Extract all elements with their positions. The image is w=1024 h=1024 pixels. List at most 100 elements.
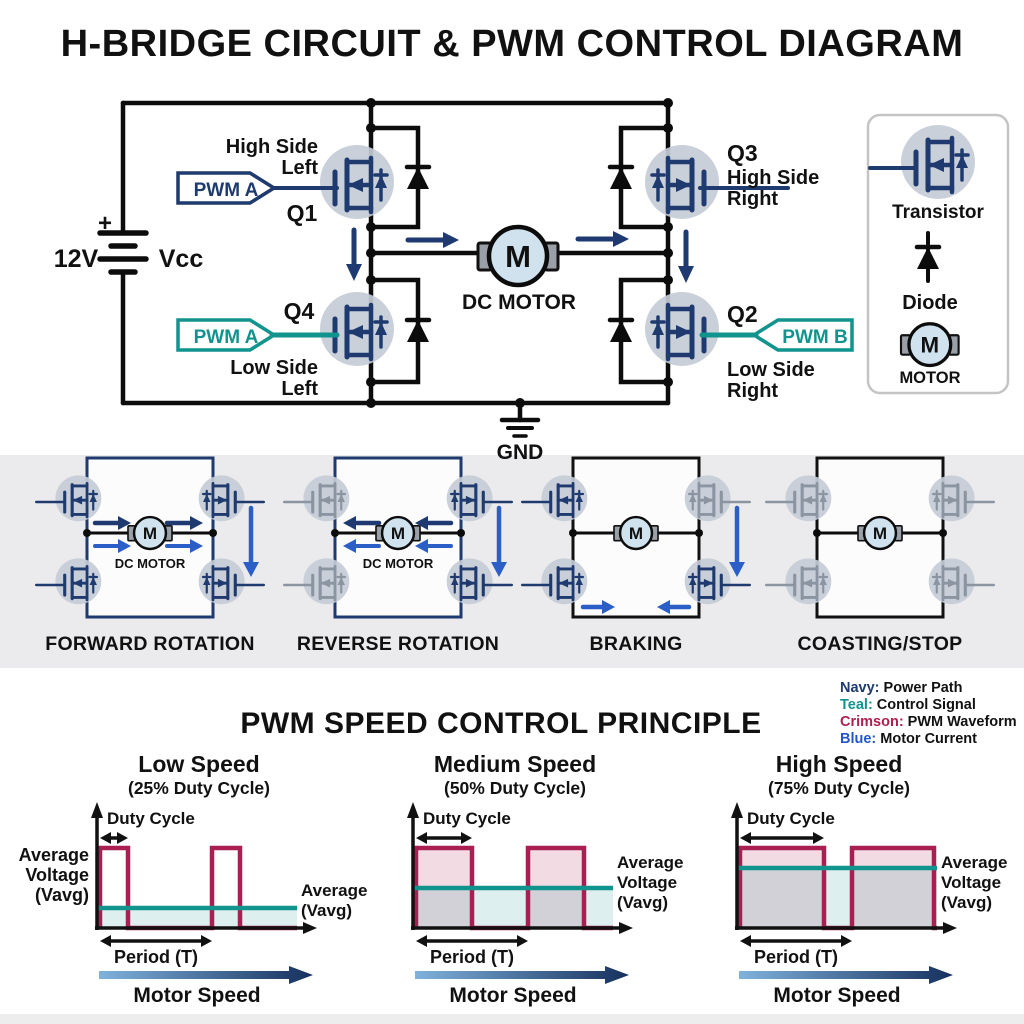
- side-arrowhead: [729, 562, 745, 577]
- avg-voltage-right-label: (Vavg): [617, 893, 668, 912]
- symbol-legend-box: [866, 113, 1010, 395]
- motor-speed-label: Motor Speed: [773, 984, 900, 1007]
- avg-voltage-right-label: Average: [301, 881, 367, 900]
- dc-motor-symbol: [478, 227, 558, 285]
- average-fill: [413, 888, 613, 928]
- vcc-label: Vcc: [159, 245, 204, 273]
- color-legend-item: Crimson: PWM Waveform: [840, 714, 1017, 730]
- color-legend-item: Blue: Motor Current: [840, 731, 977, 747]
- pwm-chart-2: Medium Speed(50% Duty Cycle)Duty CyclePe…: [407, 751, 683, 1007]
- current-arrowhead: [415, 516, 428, 530]
- dc-motor-label: DC MOTOR: [462, 291, 576, 314]
- mode-motor-label: DC MOTOR: [363, 556, 434, 571]
- diode-upper-left: [407, 153, 429, 201]
- chart-subtitle: (25% Duty Cycle): [128, 778, 270, 798]
- pwm-chart-3: High Speed(75% Duty Cycle) Duty CyclePeri…: [731, 751, 1007, 1007]
- current-arrowhead: [657, 600, 670, 614]
- pwm-chart-1: Low Speed(25% Duty Cycle) Duty CyclePerio…: [19, 751, 368, 1007]
- mode-diagram-2: DC MOTOR REVERSE ROTATION: [282, 456, 514, 655]
- avg-voltage-right-label: (Vavg): [301, 901, 352, 920]
- q2-label: Q2: [727, 301, 758, 327]
- mode-diagram-4: COASTING/STOP: [764, 456, 996, 655]
- diode-lower-right: [610, 306, 632, 354]
- pwm-a-high-tag: [176, 171, 278, 205]
- current-arrowhead: [118, 516, 131, 530]
- diode-upper-right: [610, 153, 632, 201]
- current-arrowhead: [190, 539, 203, 553]
- side-arrowhead: [491, 562, 507, 577]
- color-legend-item: Teal: Control Signal: [840, 697, 976, 713]
- pwm-a-low-tag-label: PWM A: [194, 327, 259, 348]
- q1-position-line1: High Side: [226, 136, 318, 158]
- current-arrowhead: [602, 600, 615, 614]
- page-title: H-BRIDGE CIRCUIT & PWM CONTROL DIAGRAM: [61, 23, 964, 65]
- average-fill: [97, 908, 297, 928]
- motor-speed-label: Motor Speed: [449, 984, 576, 1007]
- current-arrowhead: [343, 539, 356, 553]
- chart-title: Medium Speed: [434, 751, 596, 777]
- avg-voltage-right-label: Voltage: [941, 873, 1001, 892]
- q2-position-line1: Low Side: [727, 359, 815, 381]
- pwm-section-title: PWM SPEED CONTROL PRINCIPLE: [240, 707, 761, 740]
- mode-diagram-3: BRAKING: [520, 456, 752, 655]
- period-label: Period (T): [114, 947, 198, 967]
- q3-position-line1: High Side: [727, 167, 819, 189]
- gnd-label: GND: [497, 441, 544, 464]
- pulse-fill: [740, 848, 824, 928]
- chart-subtitle: (75% Duty Cycle): [768, 778, 910, 798]
- symbol-legend: Transistor Diode MOTOR: [866, 113, 1010, 395]
- y-axis-arrowhead: [731, 802, 743, 818]
- chart-title: High Speed: [776, 751, 903, 777]
- q4-position-line2: Left: [281, 378, 318, 400]
- current-arrowhead: [190, 516, 203, 530]
- avg-voltage-right-label: (Vavg): [941, 893, 992, 912]
- junction-dots: [366, 98, 673, 408]
- x-axis-arrowhead: [303, 922, 317, 934]
- x-axis-arrowhead: [943, 922, 957, 934]
- legend-transistor-label: Transistor: [892, 202, 984, 223]
- mode-label: FORWARD ROTATION: [45, 633, 255, 655]
- avg-voltage-left-label: (Vavg): [35, 885, 89, 905]
- main-circuit: + 12V Vcc GND DC MOTOR High Side Left Q1…: [54, 98, 854, 464]
- pulse-fill: [852, 848, 934, 928]
- supply-voltage-label: 12V: [54, 245, 99, 273]
- motor-speed-arrow: [99, 966, 313, 984]
- avg-voltage-left-label: Voltage: [25, 865, 89, 885]
- battery-symbol: [97, 230, 149, 275]
- mode-box: [85, 456, 215, 619]
- average-fill: [737, 868, 937, 928]
- motor-speed-arrow: [415, 966, 629, 984]
- q3-label: Q3: [727, 140, 758, 166]
- q2-position-line2: Right: [727, 380, 778, 402]
- diode-lower-left: [407, 306, 429, 354]
- pwm-a-low-tag: [176, 318, 278, 352]
- q1-label: Q1: [287, 200, 318, 226]
- current-arrowhead: [343, 516, 356, 530]
- battery-plus-sign: +: [98, 210, 112, 237]
- q4-label: Q4: [284, 298, 315, 324]
- color-legend-item: Navy: Power Path: [840, 680, 963, 696]
- chart-subtitle: (50% Duty Cycle): [444, 778, 586, 798]
- avg-voltage-left-label: Average: [19, 845, 89, 865]
- pwm-b-tag: [750, 318, 854, 352]
- y-axis-arrowhead: [407, 802, 419, 818]
- motor-speed-label: Motor Speed: [133, 984, 260, 1007]
- period-label: Period (T): [754, 947, 838, 967]
- duty-cycle-label: Duty Cycle: [747, 809, 835, 828]
- chart-title: Low Speed: [138, 751, 259, 777]
- q3-position-line2: Right: [727, 188, 778, 210]
- mode-label: REVERSE ROTATION: [297, 633, 499, 655]
- avg-voltage-right-label: Voltage: [617, 873, 677, 892]
- duty-cycle-label: Duty Cycle: [107, 809, 195, 828]
- current-arrowhead: [118, 539, 131, 553]
- current-arrowhead: [415, 539, 428, 553]
- pwm-b-tag-label: PWM B: [782, 327, 847, 348]
- bottom-strip: [0, 1014, 1024, 1024]
- mode-label: COASTING/STOP: [798, 633, 963, 655]
- x-axis-arrowhead: [619, 922, 633, 934]
